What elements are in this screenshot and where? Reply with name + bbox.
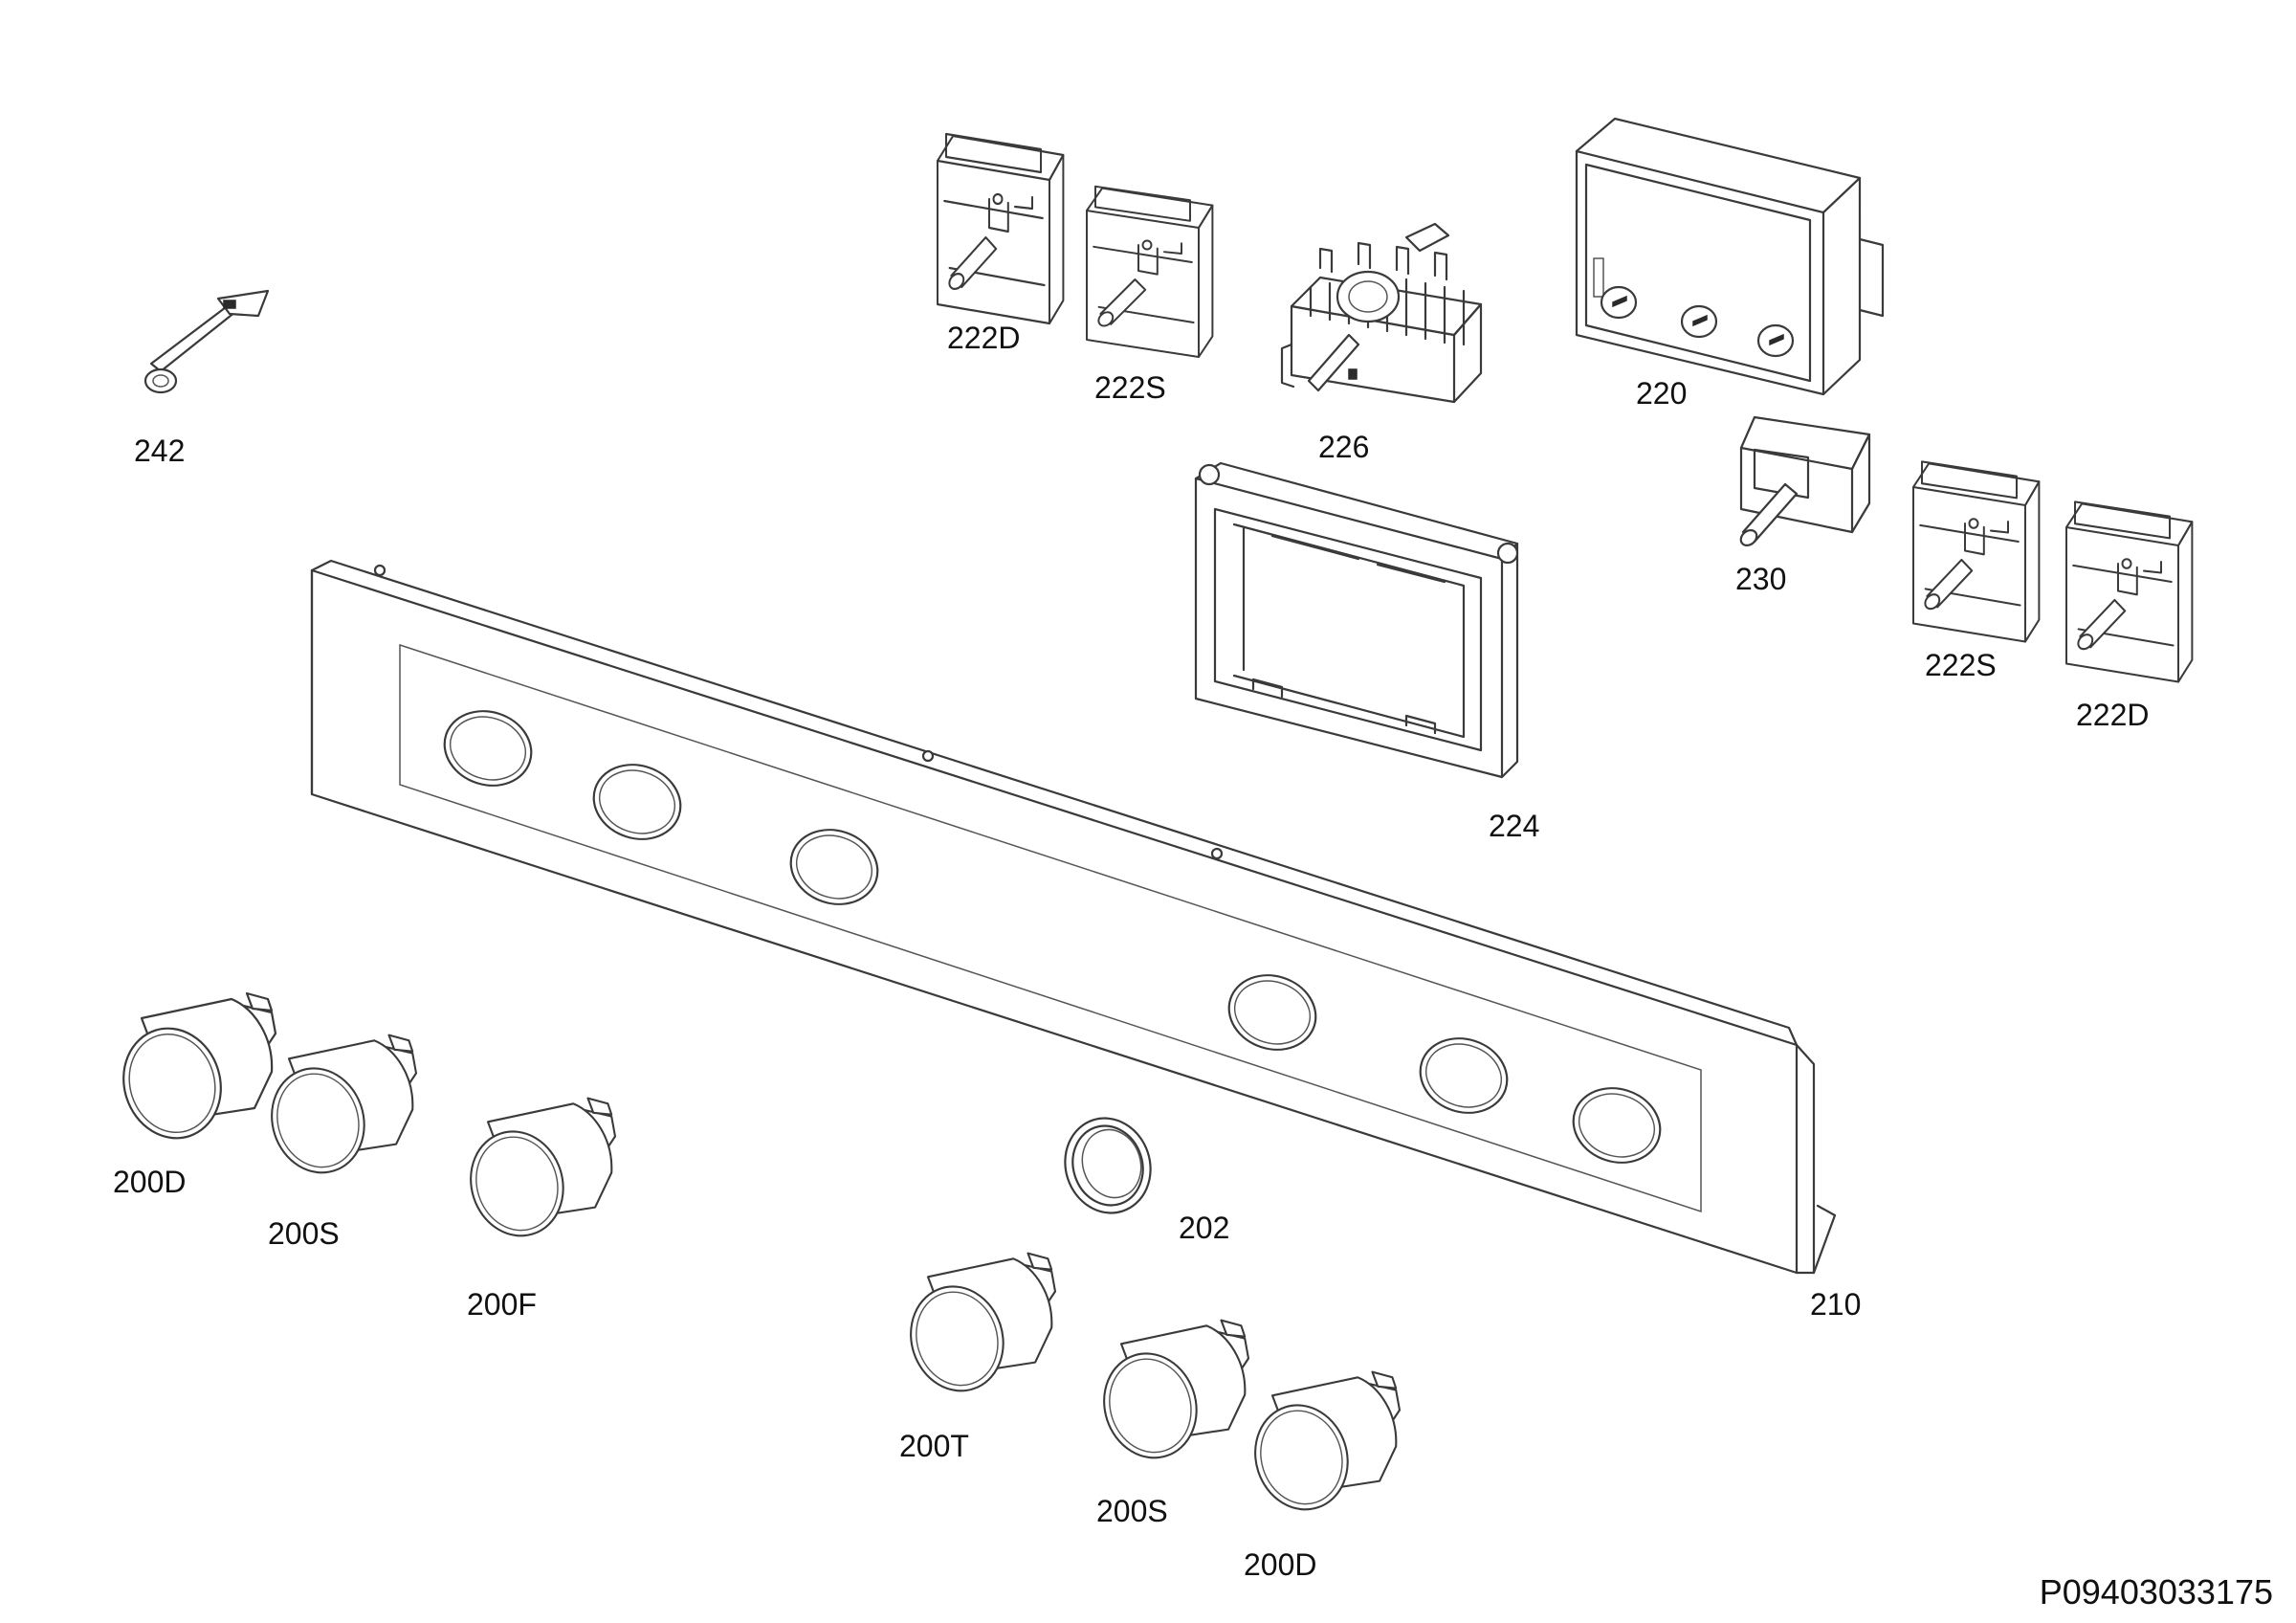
- label-200f: 200F: [467, 1287, 537, 1322]
- part-230-thermostat: [1739, 415, 1871, 546]
- label-200d-left: 200D: [113, 1165, 187, 1199]
- part-200d-left-knob: [108, 991, 277, 1152]
- part-200f-knob: [456, 1097, 617, 1250]
- label-222d-top: 222D: [947, 321, 1021, 355]
- part-222d-right-regulator: [2064, 500, 2194, 683]
- label-202: 202: [1179, 1211, 1229, 1245]
- label-210: 210: [1810, 1287, 1861, 1322]
- label-220: 220: [1636, 376, 1687, 411]
- part-200s-left-knob: [257, 1034, 418, 1187]
- label-200s-bottom: 200S: [1096, 1494, 1168, 1528]
- part-222s-right-regulator: [1911, 460, 2041, 643]
- panel-knob-holes: [443, 710, 1662, 1164]
- label-200d-bottom: 200D: [1244, 1547, 1317, 1582]
- part-200t-knob: [896, 1252, 1057, 1405]
- label-230: 230: [1735, 562, 1786, 596]
- label-200s-left: 200S: [268, 1216, 340, 1251]
- label-224: 224: [1489, 809, 1539, 843]
- part-224-mounting-frame: [1194, 461, 1519, 779]
- part-226-selector-switch: [1280, 222, 1483, 404]
- part-210-control-panel: [310, 559, 1837, 1275]
- part-222s-top-regulator: [1086, 185, 1214, 358]
- label-242: 242: [134, 434, 185, 468]
- label-200t: 200T: [899, 1429, 969, 1463]
- part-200s-bottom-knob: [1090, 1319, 1250, 1472]
- part-220-timer-module: [1575, 117, 1885, 396]
- label-226: 226: [1318, 430, 1369, 464]
- label-222s-top: 222S: [1094, 370, 1166, 405]
- part-222d-top-regulator: [936, 132, 1065, 325]
- part-202-bezel-ring: [1064, 1117, 1152, 1214]
- document-id: P09403033175: [2040, 1572, 2273, 1612]
- label-222d-right: 222D: [2076, 698, 2150, 732]
- part-200d-bottom-knob: [1241, 1370, 1402, 1523]
- part-242-sensor: [144, 289, 270, 394]
- label-222s-right: 222S: [1925, 648, 1997, 682]
